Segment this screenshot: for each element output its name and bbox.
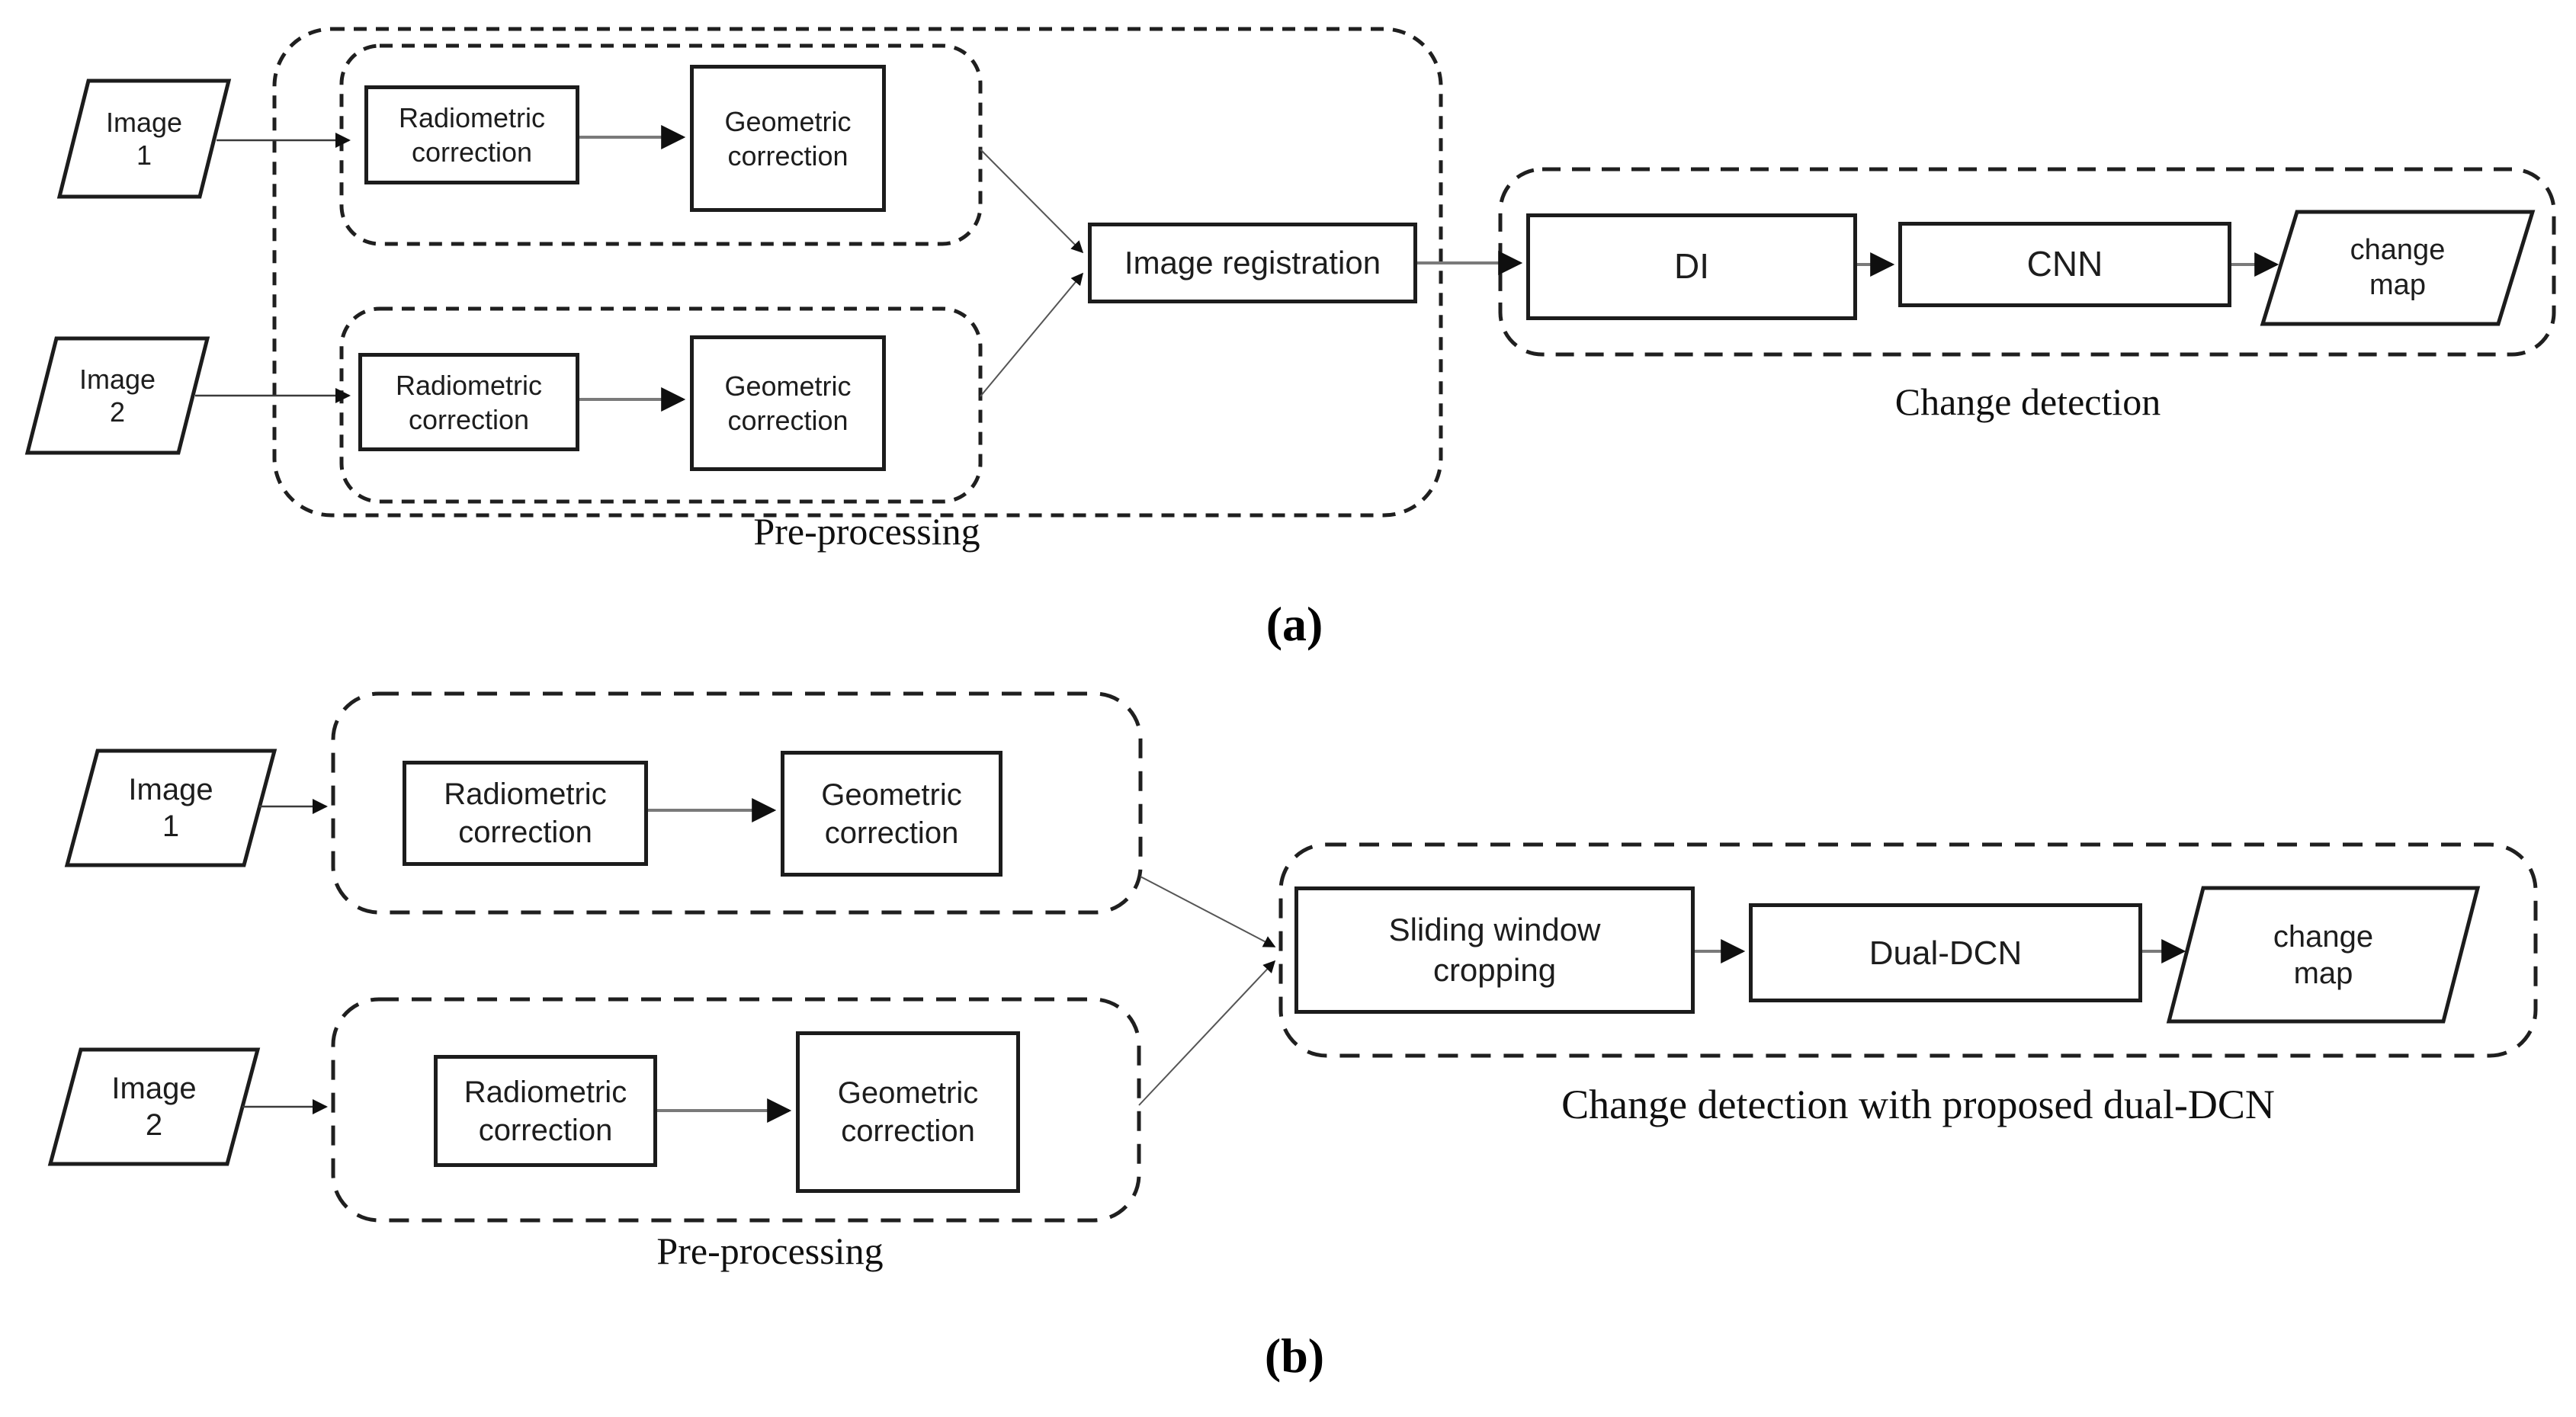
image2-parallelogram-a: [24, 336, 210, 455]
arrow-b-group2-to-change-detection: [1138, 960, 1276, 1106]
arrow-a-group1-to-registration: [980, 149, 1084, 254]
image2-label-a: Image 2: [79, 363, 156, 428]
radiometric-correction-box-2-a: Radiometric correction: [358, 353, 579, 451]
arrow-b-group1-to-change-detection: [1140, 876, 1276, 947]
image1-parallelogram-b: [64, 749, 277, 867]
change-map-label-a: change map: [2350, 233, 2446, 301]
correction-group-2-b: [331, 997, 1141, 1223]
change-map-label-b: change map: [2273, 919, 2374, 990]
radiometric-correction-box-1-b: Radiometric correction: [403, 761, 648, 866]
change-map-parallelogram-b: [2166, 886, 2481, 1024]
preprocessing-caption-a: Pre-processing: [753, 510, 980, 553]
panel-a-caption: (a): [1266, 597, 1323, 651]
radiometric-correction-box-1-a: Radiometric correction: [364, 85, 579, 184]
image1-label-a: Image 1: [105, 106, 183, 171]
change-detection-container-b: [1278, 842, 2538, 1058]
sliding-window-cropping-box-b: Sliding window cropping: [1294, 886, 1695, 1014]
geometric-correction-box-1-a: Geometric correction: [690, 65, 886, 212]
image2-label-b: Image 2: [111, 1072, 197, 1142]
change-map-parallelogram-a: [2260, 210, 2536, 326]
preprocessing-caption-b: Pre-processing: [656, 1229, 884, 1272]
change-detection-caption-b: Change detection with proposed dual-DCN: [1561, 1082, 2275, 1127]
arrow-a-group2-to-registration: [980, 272, 1084, 397]
preprocessing-container-a: [272, 27, 1443, 518]
radiometric-correction-box-2-b: Radiometric correction: [434, 1055, 657, 1167]
dual-dcn-box-b: Dual-DCN: [1749, 903, 2142, 1002]
image1-label-b: Image 1: [128, 773, 213, 843]
geometric-correction-box-2-b: Geometric correction: [796, 1031, 1020, 1193]
geometric-correction-box-2-a: Geometric correction: [690, 335, 886, 471]
image-registration-box-a: Image registration: [1088, 223, 1417, 303]
image1-parallelogram-a: [56, 79, 232, 199]
di-box-a: DI: [1526, 213, 1857, 320]
panel-b-caption: (b): [1264, 1329, 1325, 1383]
correction-group-1-b: [331, 691, 1143, 915]
change-detection-caption-a: Change detection: [1894, 380, 2161, 423]
change-detection-container-a: [1498, 167, 2556, 357]
image2-parallelogram-b: [47, 1047, 261, 1166]
geometric-correction-box-1-b: Geometric correction: [781, 751, 1002, 877]
cnn-box-a: CNN: [1898, 222, 2231, 307]
